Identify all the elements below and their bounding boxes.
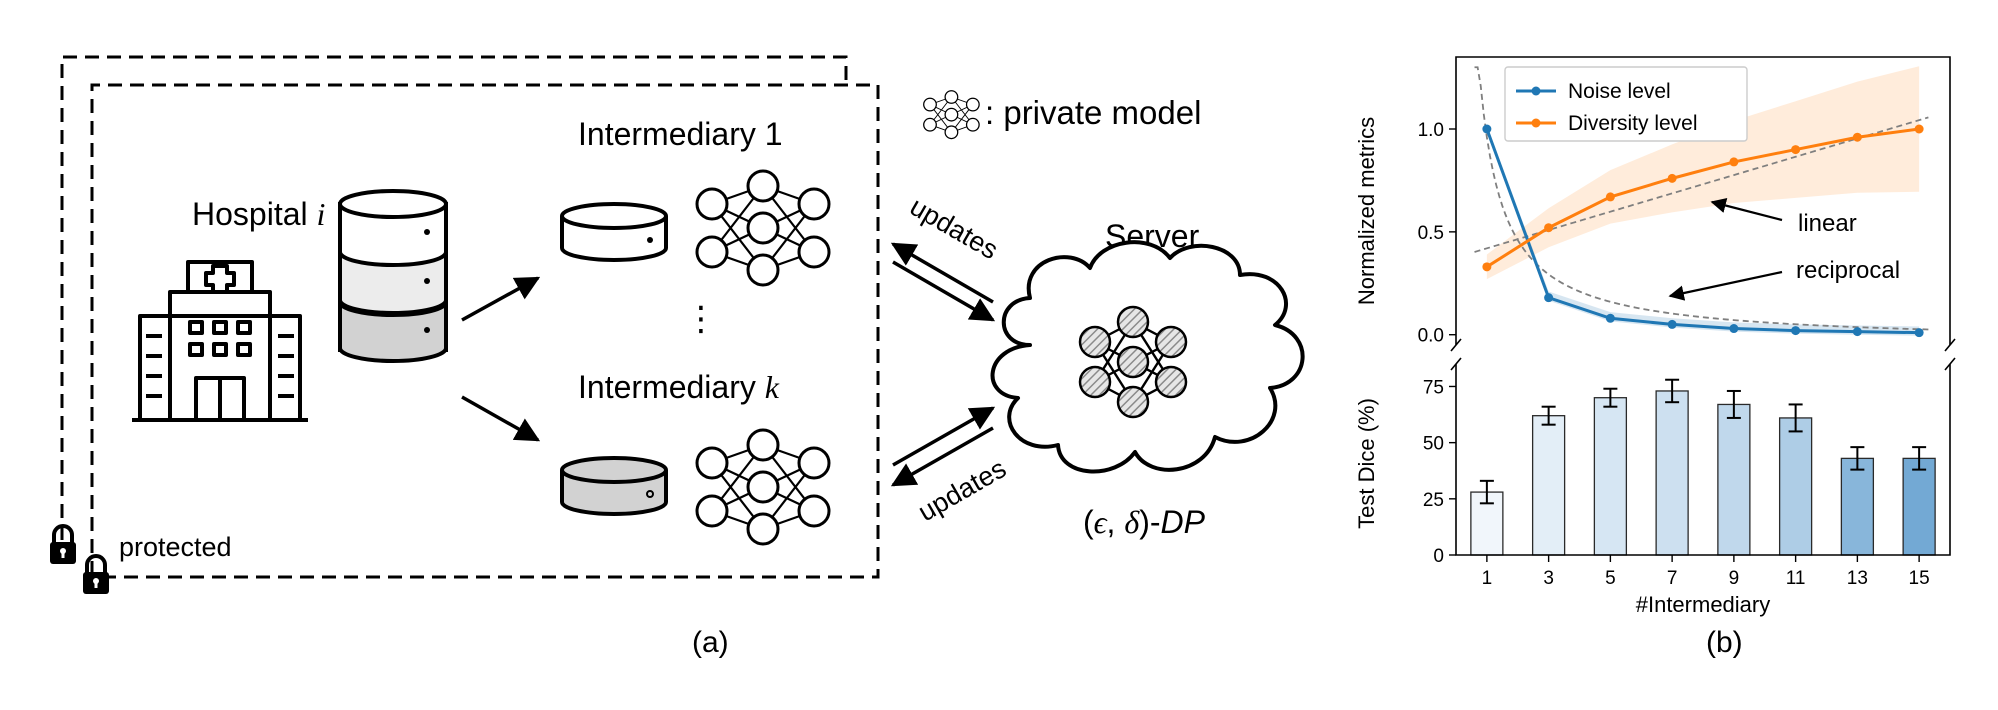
dp-label: (ϵ, δ)-DP <box>1083 504 1206 540</box>
protected-boundary-inner <box>90 83 880 579</box>
panel-b: 0.0 0.5 1.0 Normalized metrics Noise levelDi… <box>1354 56 1956 659</box>
axis-break-mark <box>1450 357 1462 371</box>
protected-boundary-outer <box>60 55 848 540</box>
intermediary-k-database-icon <box>560 456 668 516</box>
legend-box <box>1504 66 1748 142</box>
protected-label: protected <box>119 532 232 562</box>
intermediary-k-label: Intermediary k <box>578 369 780 405</box>
diversity-point <box>1914 124 1924 134</box>
diversity-point <box>1667 173 1677 183</box>
axis-break-mark <box>1944 338 1956 352</box>
updates-arrow-bottom-in <box>890 426 994 487</box>
dice-bar <box>1902 457 1936 556</box>
diversity-uncertainty-band <box>1486 66 1920 280</box>
y-tick-label: 0.0 <box>1418 326 1444 347</box>
caption-b: (b) <box>1706 626 1743 659</box>
lock-icon <box>81 554 111 596</box>
x-tick-label: 13 <box>1847 568 1868 589</box>
y-tick-label: 50 <box>1423 434 1444 455</box>
caption-a: (a) <box>692 626 729 659</box>
reciprocal-annotation: reciprocal <box>1796 257 1900 284</box>
dice-bar <box>1717 403 1751 556</box>
updates-arrow-top-in <box>890 242 994 304</box>
panel-a: protected Hospital i <box>48 55 1305 659</box>
legend-swatch-marker <box>1531 118 1541 128</box>
intermediary-1-label: Intermediary 1 <box>578 116 783 152</box>
noise-point <box>1729 324 1739 334</box>
y-tick-label: 0.5 <box>1418 223 1444 244</box>
private-model-legend: : private model <box>985 94 1201 131</box>
diversity-point <box>1544 223 1554 233</box>
ellipsis-dots: ⋮ <box>684 300 718 338</box>
bottom-y-axis-label: Test Dice (%) <box>1354 398 1379 529</box>
x-axis-label: #Intermediary <box>1636 592 1771 617</box>
reciprocal-fit-line <box>1474 66 1929 331</box>
diversity-series-line <box>1486 127 1920 269</box>
updates-arrow-bottom-out <box>892 406 996 467</box>
y-tick-label: 25 <box>1423 490 1444 511</box>
x-tick-label: 3 <box>1543 568 1554 589</box>
y-tick-label: 1.0 <box>1418 120 1444 141</box>
diversity-point <box>1791 145 1801 155</box>
noise-diversity-line-chart: 0.0 0.5 1.0 Normalized metrics Noise levelDi… <box>1354 56 1956 352</box>
axis-break-mark <box>1944 357 1956 371</box>
updates-arrow-top-out <box>892 260 996 322</box>
diversity-point <box>1729 157 1739 167</box>
noise-point <box>1605 313 1615 323</box>
noise-point <box>1852 327 1862 337</box>
arrow-to-intermediary-1 <box>461 276 541 322</box>
linear-annotation: linear <box>1798 210 1857 237</box>
intermediary-1-model-icon <box>695 169 831 287</box>
noise-point <box>1667 319 1677 329</box>
private-model-icon <box>923 90 980 140</box>
reciprocal-annotation-arrow <box>1668 270 1783 301</box>
x-tick-label: 15 <box>1909 568 1930 589</box>
intermediary-1-database-icon <box>560 202 668 262</box>
top-axes-frame <box>1455 56 1951 345</box>
arrow-to-intermediary-k <box>461 395 541 442</box>
x-tick-label: 7 <box>1667 568 1678 589</box>
legend-label: Diversity level <box>1568 112 1698 135</box>
dice-bar <box>1593 397 1628 556</box>
hospital-label: Hospital i <box>192 196 325 232</box>
diversity-point <box>1852 132 1862 142</box>
legend-label: Noise level <box>1568 80 1671 103</box>
linear-fit-line <box>1474 116 1929 253</box>
legend-swatch-marker <box>1531 86 1541 96</box>
top-y-axis-label: Normalized metrics <box>1354 117 1379 305</box>
noise-point <box>1914 328 1924 338</box>
updates-label-top: updates <box>905 191 1003 265</box>
noise-point <box>1791 326 1801 336</box>
x-tick-label: 9 <box>1729 568 1740 589</box>
diversity-point <box>1482 262 1492 272</box>
y-tick-label: 0 <box>1433 546 1444 567</box>
bottom-axes-frame <box>1455 364 1951 556</box>
linear-annotation-arrow <box>1710 197 1783 222</box>
noise-point <box>1482 124 1492 134</box>
x-tick-label: 5 <box>1605 568 1616 589</box>
dice-bar <box>1655 390 1689 556</box>
noise-series-line <box>1485 128 1920 335</box>
x-tick-label: 1 <box>1482 568 1493 589</box>
intermediary-k-model-icon <box>695 428 831 546</box>
axis-break-mark <box>1450 338 1462 352</box>
hospital-icon <box>132 260 308 422</box>
dice-bar <box>1778 417 1813 556</box>
dice-bar <box>1840 457 1875 556</box>
diversity-point <box>1605 192 1615 202</box>
hospital-database-icon <box>338 189 448 363</box>
x-tick-label: 11 <box>1786 568 1806 589</box>
noise-point <box>1544 293 1554 303</box>
y-tick-label: 75 <box>1423 377 1444 398</box>
dice-bar <box>1531 415 1566 556</box>
